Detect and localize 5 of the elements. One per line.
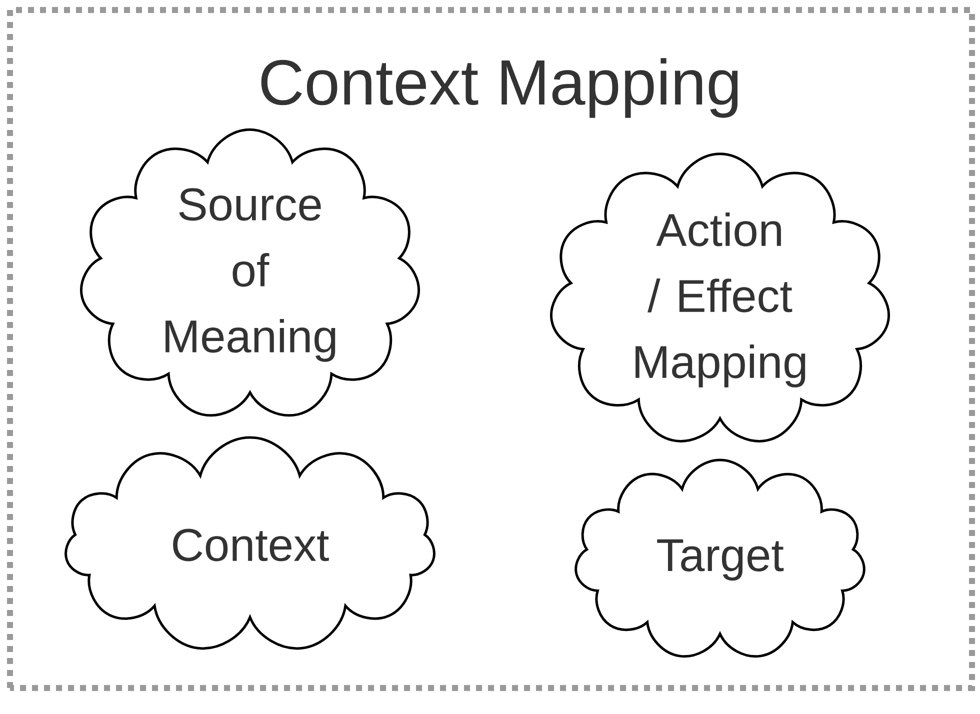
cloud: Context [64, 436, 436, 650]
cloud: Source of Meaning [80, 128, 420, 417]
title: Context Mapping [261, 58, 738, 118]
cloud: Action / Effect Mapping [550, 152, 890, 442]
cloud: Target [574, 458, 866, 658]
